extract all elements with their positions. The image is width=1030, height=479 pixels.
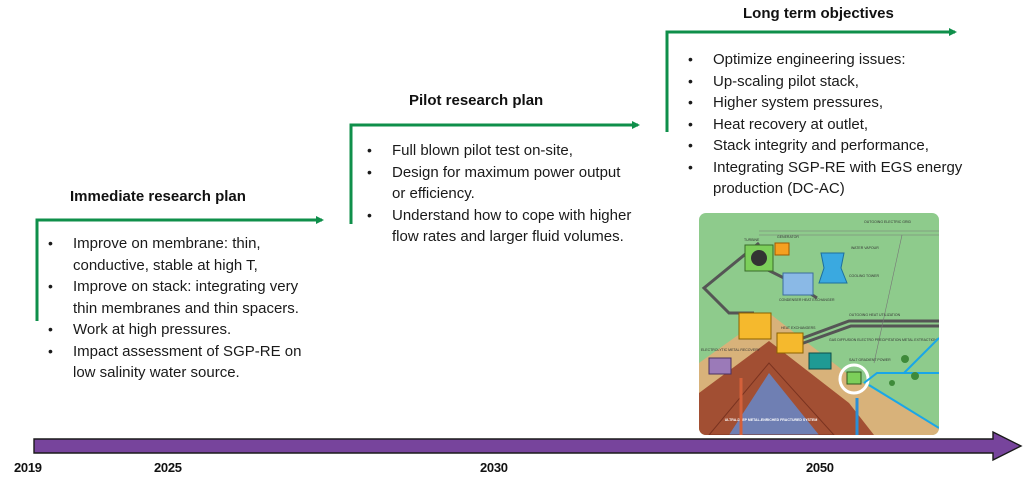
- gas-diffusion-unit: [808, 352, 832, 370]
- condenser-label: CONDENSER HEAT EXCHANGER: [779, 298, 835, 302]
- year-label-2019: 2019: [14, 460, 42, 475]
- phase-arrow-pilot: [349, 121, 640, 224]
- generator-label: GENERATOR: [777, 235, 799, 239]
- list-item: Improve on membrane: thin, conductive, s…: [36, 233, 326, 276]
- plant-diagram: ULTRA-DEEP METAL-ENRICHED FRACTURED SYST…: [699, 220, 939, 435]
- list-item: Work at high pressures.: [36, 319, 326, 341]
- turbine-rotor: [751, 250, 767, 266]
- timeline-arrow: [33, 430, 1023, 462]
- water-line: [863, 372, 939, 384]
- phase-title-immediate: Immediate research plan: [70, 188, 246, 205]
- heat-exchanger-1: [738, 312, 772, 340]
- turbine-label: TURBINE: [744, 238, 760, 242]
- water-line: [868, 384, 939, 429]
- year-label-2025: 2025: [154, 460, 182, 475]
- list-item: Stack integrity and performance,: [676, 135, 976, 157]
- list-item: Heat recovery at outlet,: [676, 114, 976, 136]
- phase-list-immediate: Improve on membrane: thin, conductive, s…: [36, 233, 326, 384]
- heat-label: OUTGOING HEAT UTILIZATION: [849, 313, 901, 317]
- phase-list-long-term: Optimize engineering issues: Up-scaling …: [676, 49, 976, 200]
- heat-exchanger-2: [776, 332, 804, 354]
- list-item: Full blown pilot test on-site,: [355, 140, 635, 162]
- phase-list-pilot: Full blown pilot test on-site, Design fo…: [355, 140, 635, 248]
- tree-icon: [901, 355, 909, 363]
- list-item: Optimize engineering issues:: [676, 49, 976, 71]
- generator: [774, 242, 790, 256]
- phase-arrow-long-term: [665, 28, 957, 132]
- geothermal-plant-illustration: ULTRA-DEEP METAL-ENRICHED FRACTURED SYST…: [699, 213, 939, 435]
- salt-gradient-label: SALT GRADIENT POWER: [849, 358, 891, 362]
- salt-gradient-unit: [846, 371, 862, 385]
- condenser: [782, 272, 814, 296]
- electrolytic-label: ELECTROLYTIC METAL RECOVERY: [701, 348, 761, 352]
- rock-layer: [699, 341, 874, 435]
- water-vapour-label: WATER VAPOUR: [851, 246, 879, 250]
- list-item: Up-scaling pilot stack,: [676, 71, 976, 93]
- year-label-2030: 2030: [480, 460, 508, 475]
- grid-line: [873, 234, 903, 364]
- list-item: Design for maximum power output or effic…: [355, 162, 635, 205]
- gas-diffusion-label: GAS DIFFUSION ELECTRO PRECIPITATION META…: [829, 338, 937, 342]
- electrolytic-unit: [708, 357, 732, 375]
- deep-rock: [708, 362, 835, 435]
- year-label-2050: 2050: [806, 460, 834, 475]
- phase-title-long-term: Long term objectives: [743, 5, 894, 22]
- cooling-tower: [818, 252, 848, 284]
- phase-title-pilot: Pilot research plan: [409, 92, 544, 109]
- grid-label: OUTGOING ELECTRIC GRID: [864, 220, 912, 224]
- reservoir: [729, 373, 819, 435]
- list-item: Integrating SGP-RE with EGS energy produ…: [676, 157, 976, 200]
- water-line: [903, 337, 939, 374]
- heat-exchangers-label: HEAT EXCHANGERS: [781, 326, 816, 330]
- tree-icon: [911, 372, 919, 380]
- list-item: Improve on stack: integrating very thin …: [36, 276, 326, 319]
- list-item: Higher system pressures,: [676, 92, 976, 114]
- pipe-heat-out-1: [783, 319, 939, 347]
- tree-icon: [889, 380, 895, 386]
- pipe-heat-out-2: [783, 324, 939, 352]
- list-item: Impact assessment of SGP-RE on low salin…: [36, 341, 326, 384]
- cooling-tower-label: COOLING TOWER: [849, 274, 879, 278]
- list-item: Understand how to cope with higher flow …: [355, 205, 635, 248]
- reservoir-label: ULTRA-DEEP METAL-ENRICHED FRACTURED SYST…: [725, 418, 818, 422]
